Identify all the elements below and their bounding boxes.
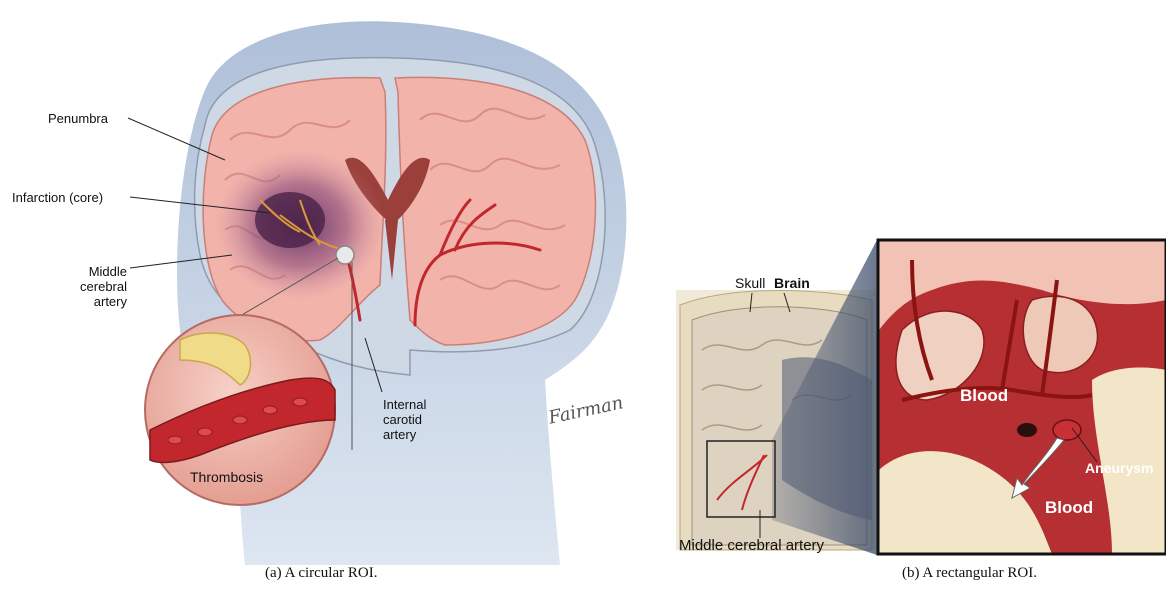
figure-b-rectangular-roi: Skull Brain Middle cerebral artery Blood… — [672, 0, 1166, 589]
caption-a: (a) A circular ROI. — [265, 565, 377, 582]
aneurysm-sac — [1053, 420, 1081, 440]
caption-b: (b) A rectangular ROI. — [902, 565, 1037, 582]
label-mca: Middle cerebral artery — [55, 264, 127, 309]
label-blood-top: Blood — [960, 386, 1008, 406]
label-infarction: Infarction (core) — [12, 190, 103, 205]
label-mca-b: Middle cerebral artery — [679, 537, 824, 554]
label-ica: Internal carotid artery — [383, 397, 426, 442]
label-thrombosis: Thrombosis — [190, 470, 263, 485]
figure-a-circular-roi: Penumbra Infarction (core) Middle cerebr… — [0, 0, 660, 589]
occlusion-point — [336, 246, 354, 264]
label-penumbra: Penumbra — [48, 111, 108, 126]
infarction-core — [255, 192, 325, 248]
label-blood-bottom: Blood — [1045, 498, 1093, 518]
right-hemisphere — [395, 77, 595, 345]
label-brain: Brain — [774, 275, 810, 291]
label-skull: Skull — [735, 275, 765, 291]
label-aneurysm: Aneurysm — [1085, 460, 1153, 476]
